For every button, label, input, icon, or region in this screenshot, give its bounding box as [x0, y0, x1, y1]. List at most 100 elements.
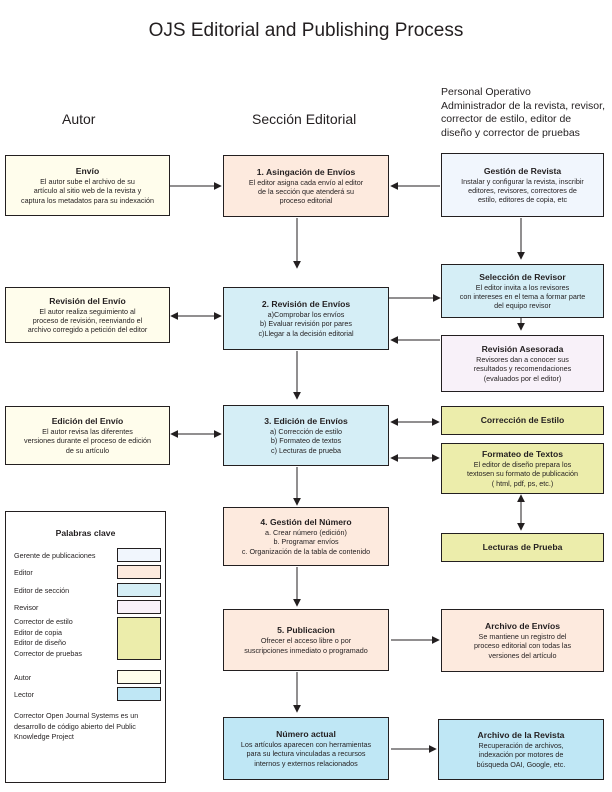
- diagram-title: OJS Editorial and Publishing Process: [148, 20, 464, 41]
- legend-swatch-correctores: [117, 617, 161, 660]
- box-text: Recuperación de archivos,: [478, 741, 564, 751]
- legend-swatch-gerente: [117, 548, 161, 562]
- legend-label-lector: Lector: [14, 690, 34, 699]
- legend-note: Corrector Open Journal Systems es un des…: [14, 711, 162, 743]
- box-text: del equipo revisor: [494, 301, 551, 311]
- box-title: Revisión del Envío: [49, 295, 126, 306]
- legend-swatch-lector: [117, 687, 161, 701]
- box-title: Corrección de Estilo: [480, 415, 565, 425]
- legend-label-line: Corrector de pruebas: [14, 648, 82, 658]
- box-text: El autor realiza seguimiento al: [39, 306, 136, 316]
- legend-label-revisor: Revisor: [14, 603, 39, 612]
- box-title: 5. Publicacion: [277, 625, 335, 636]
- box-text: proceso de revisión, reenviando el: [32, 315, 143, 325]
- box-text: de su artículo: [65, 445, 110, 455]
- box-text: versiones durante el proceso de edición: [23, 436, 152, 446]
- box-text: proceso editorial con todas las: [473, 641, 572, 651]
- box-archivo-revista: Archivo de la Revista Recuperación de ar…: [438, 719, 604, 780]
- box-title: 3. Edición de Envíos: [264, 416, 348, 427]
- legend-palabras-clave: Palabras clave Gerente de publicaciones …: [5, 511, 166, 783]
- box-text: con intereses en el tema a formar parte: [459, 291, 586, 301]
- box-text: c) Lecturas de prueba: [271, 445, 341, 455]
- box-correccion-estilo: Corrección de Estilo: [441, 406, 604, 435]
- box-text: indexación por motores de: [478, 750, 564, 760]
- box-text: b. Programar envíos: [273, 537, 339, 547]
- box-text: textosen su formato de publicación: [466, 469, 579, 479]
- box-text: ( html, pdf, ps, etc.): [491, 478, 554, 488]
- box-text: captura los metadatos para su indexación: [20, 195, 155, 205]
- box-text: archivo corregido a petición del editor: [27, 325, 148, 335]
- box-title: Archivo de Envíos: [485, 621, 560, 632]
- box-text: búsqueda OAI, Google, etc.: [476, 759, 566, 769]
- box-text: Revisores dan a conocer sus: [476, 355, 569, 365]
- column-header-line: Administrador de la revista, revisor,: [441, 99, 605, 112]
- column-header-line: Personal Operativo: [441, 86, 531, 98]
- box-gestion-numero: 4. Gestión del Número a. Crear número (e…: [223, 507, 389, 566]
- box-text: a)Comprobar los envíos: [267, 310, 345, 320]
- box-revision-envios: 2. Revisión de Envíos a)Comprobar los en…: [223, 287, 389, 350]
- box-title: 2. Revisión de Envíos: [261, 299, 351, 310]
- column-header-personal-operativo: Personal Operativo Administrador de la r…: [441, 86, 611, 140]
- legend-swatch-autor: [117, 670, 161, 684]
- box-formateo-textos: Formateo de Textos El editor de diseño p…: [441, 443, 604, 494]
- box-title: Gestión de Revista: [483, 165, 562, 176]
- box-revision-asesorada: Revisión Asesorada Revisores dan a conoc…: [441, 335, 604, 392]
- box-text: Se mantiene un registro del: [478, 632, 567, 642]
- box-title: Edición del Envío: [51, 416, 124, 427]
- box-text: El editor invita a los revisores: [475, 282, 570, 292]
- legend-title: Palabras clave: [55, 528, 116, 538]
- box-title: Lecturas de Prueba: [482, 542, 563, 552]
- legend-label-editor: Editor: [14, 568, 33, 577]
- box-text: para su lectura vinculadas a recursos: [246, 749, 366, 759]
- box-gestion-revista: Gestión de Revista Instalar y configurar…: [441, 153, 604, 217]
- box-text: editores, revisores, correctores de: [468, 185, 577, 195]
- box-text: a. Crear número (edición): [265, 528, 347, 538]
- column-header-line: diseño y corrector de pruebas: [441, 126, 580, 139]
- legend-swatch-editor: [117, 565, 161, 579]
- box-text: b) Evaluar revisión por pares: [260, 319, 352, 329]
- box-text: estilo, editores de copia, etc: [477, 195, 568, 205]
- legend-label-autor: Autor: [14, 673, 32, 682]
- box-title: Formateo de Textos: [481, 449, 564, 460]
- box-text: Ofrecer el acceso libre o por: [260, 636, 352, 646]
- box-edicion-envios: 3. Edición de Envíos a) Corrección de es…: [223, 405, 389, 466]
- box-title: Revisión Asesorada: [481, 344, 564, 355]
- box-numero-actual: Número actual Los artículos aparecen con…: [223, 717, 389, 780]
- box-text: El editor asigna cada envío al editor: [248, 177, 364, 187]
- box-title: 4. Gestión del Número: [260, 517, 352, 528]
- box-envio: Envío El autor sube el archivo de su art…: [5, 155, 170, 216]
- box-publicacion: 5. Publicacion Ofrecer el acceso libre o…: [223, 609, 389, 671]
- box-archivo-envios: Archivo de Envíos Se mantiene un registr…: [441, 609, 604, 672]
- box-title: Número actual: [276, 729, 336, 740]
- box-text: resultados y recomendaciones: [473, 364, 572, 374]
- box-text: artículo al sitio web de la revista y: [33, 186, 142, 196]
- legend-label-line: Editor de diseño: [14, 638, 66, 647]
- column-header-autor: Autor: [62, 111, 96, 127]
- column-header-line: corrector de estilo, editor de: [441, 113, 572, 125]
- box-title: Archivo de la Revista: [477, 730, 565, 741]
- box-text: versiones del artículo: [488, 650, 557, 660]
- legend-swatch-revisor: [117, 600, 161, 614]
- legend-swatch-editor-seccion: [117, 583, 161, 597]
- box-text: suscripciones inmediato o programado: [244, 645, 368, 655]
- box-edicion-envio: Edición del Envío El autor revisa las di…: [5, 406, 170, 465]
- box-text: c)Llegar a la decisión editorial: [258, 328, 354, 338]
- box-text: Instalar y configurar la revista, inscri…: [461, 176, 584, 186]
- box-text: b) Formateo de textos: [270, 436, 342, 446]
- box-text: (evaluados por el editor): [483, 373, 562, 383]
- box-text: de la sección que atenderá su: [258, 186, 354, 196]
- legend-label-gerente: Gerente de publicaciones: [14, 551, 96, 560]
- column-header-seccion-editorial: Sección Editorial: [252, 111, 357, 127]
- box-text: El autor sube el archivo de su: [40, 177, 135, 187]
- box-title: Envío: [75, 166, 100, 177]
- box-text: proceso editorial: [279, 196, 333, 206]
- box-text: a) Corrección de estilo: [270, 427, 342, 437]
- legend-label-editor-seccion: Editor de sección: [14, 586, 70, 595]
- legend-note-line: desarrollo de código abierto del Public: [14, 721, 136, 731]
- legend-label-line: Editor de copia: [14, 627, 62, 637]
- box-revision-envio: Revisión del Envío El autor realiza segu…: [5, 287, 170, 343]
- box-lecturas-prueba: Lecturas de Prueba: [441, 533, 604, 562]
- box-text: internos y externos relacionados: [254, 758, 358, 768]
- box-text: El autor revisa las diferentes: [42, 427, 133, 437]
